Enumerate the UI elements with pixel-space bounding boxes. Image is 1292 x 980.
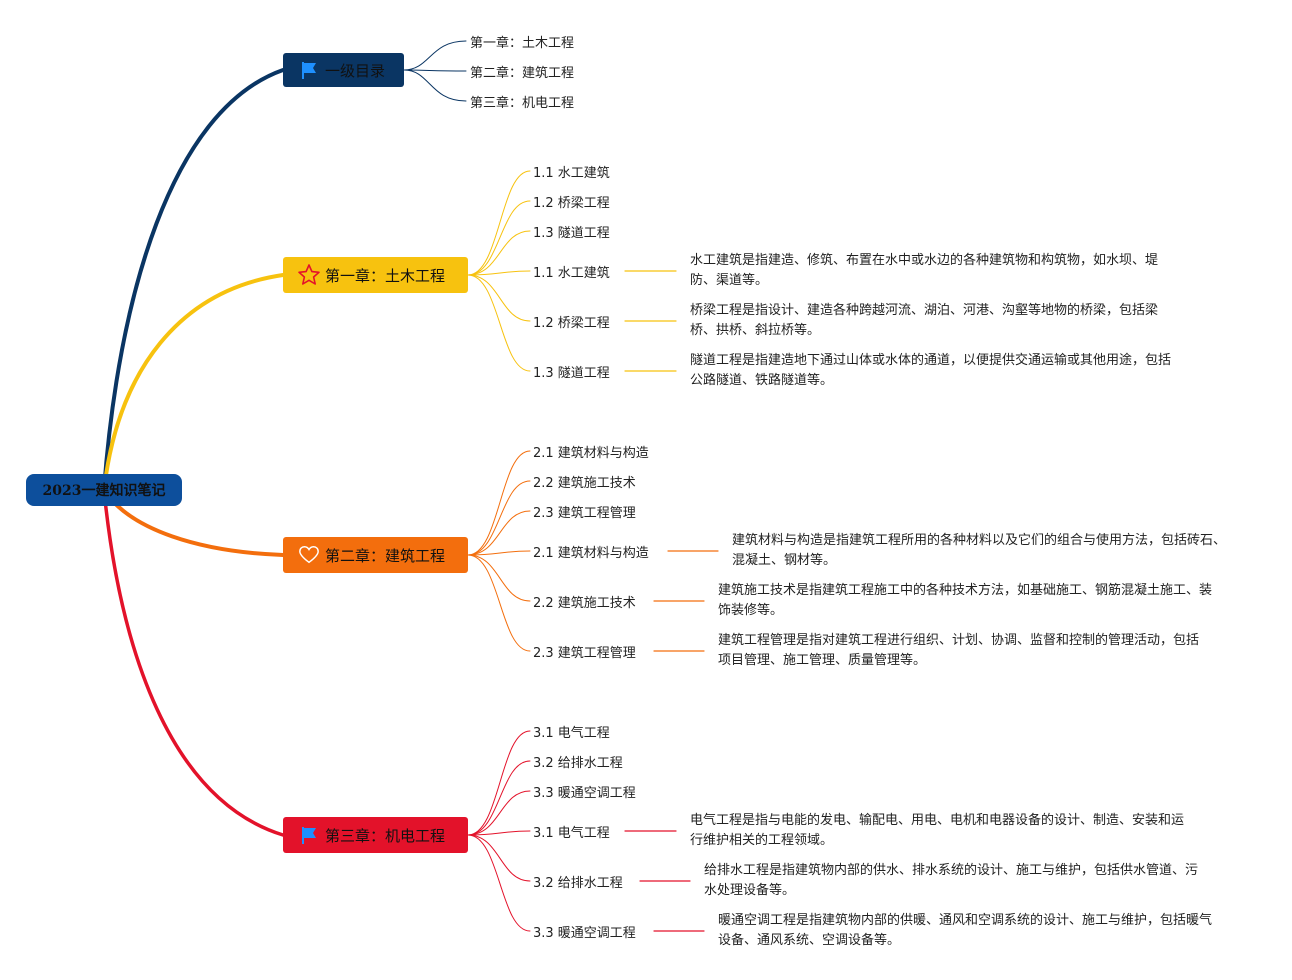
toc-item-label: 第一章：土木工程 <box>470 35 575 51</box>
ch3-item-label: 3.2 给排水工程 <box>533 755 623 771</box>
ch1-detail-label[interactable]: 1.1 水工建筑 <box>533 261 610 281</box>
ch2-detail-desc: 建筑材料与构造是指建筑工程所用的各种材料以及它们的组合与使用方法，包括砖石、混凝… <box>732 533 1227 568</box>
ch3-item[interactable]: 3.2 给排水工程 <box>533 751 623 771</box>
ch3-detail-label-text: 3.3 暖通空调工程 <box>533 925 636 941</box>
ch1-link <box>467 274 531 372</box>
ch3-detail-desc: 电气工程是指与电能的发电、输配电、用电、电机和电器设备的设计、制造、安装和运行维… <box>690 813 1185 848</box>
ch3-link <box>467 730 531 836</box>
ch2-item[interactable]: 2.3 建筑工程管理 <box>533 501 636 521</box>
ch2-item-label: 2.1 建筑材料与构造 <box>533 445 649 461</box>
ch3-link <box>467 830 531 836</box>
ch3-link <box>467 760 531 836</box>
ch2-link <box>467 480 531 556</box>
ch3-detail-label[interactable]: 3.2 给排水工程 <box>533 871 623 891</box>
star-icon <box>297 263 321 287</box>
ch3-detail-label[interactable]: 3.1 电气工程 <box>533 821 610 841</box>
ch1-item-label: 1.2 桥梁工程 <box>533 195 610 211</box>
ch2-detail-label-text: 2.3 建筑工程管理 <box>533 645 636 661</box>
ch3-item[interactable]: 3.1 电气工程 <box>533 721 610 741</box>
ch2-detail-label[interactable]: 2.3 建筑工程管理 <box>533 641 636 661</box>
ch3-item-label: 3.1 电气工程 <box>533 725 610 741</box>
ch2-item[interactable]: 2.2 建筑施工技术 <box>533 471 636 491</box>
ch1-detail-label-text: 1.1 水工建筑 <box>533 265 610 281</box>
branch-ch1[interactable]: 第一章：土木工程 <box>283 257 468 293</box>
root-link-ch1 <box>102 273 285 492</box>
ch1-detail-label-text: 1.2 桥梁工程 <box>533 315 610 331</box>
ch1-detail-label-text: 1.3 隧道工程 <box>533 365 610 381</box>
ch3-item[interactable]: 3.3 暖通空调工程 <box>533 781 636 801</box>
ch3-link <box>467 834 531 882</box>
ch2-detail-desc: 建筑施工技术是指建筑工程施工中的各种技术方法，如基础施工、钢筋混凝土施工、装饰装… <box>718 583 1213 618</box>
toc-link <box>403 69 467 72</box>
ch3-link <box>467 790 531 836</box>
flag-icon <box>297 58 321 82</box>
flag-icon <box>297 823 321 847</box>
ch3-detail-label[interactable]: 3.3 暖通空调工程 <box>533 921 636 941</box>
ch2-detail-desc: 建筑工程管理是指对建筑工程进行组织、计划、协调、监督和控制的管理活动，包括项目管… <box>718 633 1200 668</box>
ch1-detail-label[interactable]: 1.3 隧道工程 <box>533 361 610 381</box>
toc-link <box>403 69 467 102</box>
ch3-detail-desc: 给排水工程是指建筑物内部的供水、排水系统的设计、施工与维护，包括供水管道、污水处… <box>704 863 1199 898</box>
ch2-detail-label-text: 2.1 建筑材料与构造 <box>533 545 649 561</box>
branch-ch2[interactable]: 第二章：建筑工程 <box>283 537 468 573</box>
branch-toc[interactable]: 一级目录 <box>283 53 404 87</box>
ch1-item-label: 1.3 隧道工程 <box>533 225 610 241</box>
ch1-link <box>467 200 531 276</box>
toc-item[interactable]: 第二章：建筑工程 <box>470 61 574 81</box>
ch1-detail-desc: 桥梁工程是指设计、建造各种跨越河流、湖泊、河港、沟壑等地物的桥梁，包括梁桥、拱桥… <box>690 303 1159 338</box>
ch1-link <box>467 270 531 276</box>
toc-link <box>403 40 467 71</box>
ch2-item-label: 2.2 建筑施工技术 <box>533 475 636 491</box>
ch2-link <box>467 554 531 652</box>
ch3-item-label: 3.3 暖通空调工程 <box>533 785 636 801</box>
ch2-item[interactable]: 2.1 建筑材料与构造 <box>533 441 649 461</box>
ch2-link <box>467 554 531 602</box>
ch2-link <box>467 450 531 556</box>
ch1-link <box>467 170 531 276</box>
toc-item-label: 第二章：建筑工程 <box>470 65 575 81</box>
root-label: 2023一建知识笔记 <box>42 483 166 499</box>
branch-ch3[interactable]: 第三章：机电工程 <box>283 817 468 853</box>
branch-ch2-label: 第二章：建筑工程 <box>325 546 446 565</box>
toc-item-label: 第三章：机电工程 <box>470 95 575 111</box>
ch1-detail-desc: 水工建筑是指建造、修筑、布置在水中或水边的各种建筑物和构筑物，如水坝、堤防、渠道… <box>690 253 1159 288</box>
toc-item[interactable]: 第三章：机电工程 <box>470 91 574 111</box>
heart-icon <box>297 543 321 567</box>
root-link-toc <box>102 68 285 492</box>
ch1-item[interactable]: 1.1 水工建筑 <box>533 161 610 181</box>
branch-ch1-label: 第一章：土木工程 <box>325 266 446 285</box>
ch2-detail-label[interactable]: 2.1 建筑材料与构造 <box>533 541 649 561</box>
ch1-link <box>467 230 531 276</box>
root-link-ch3 <box>102 488 285 837</box>
root-node[interactable]: 2023一建知识笔记 <box>26 474 182 506</box>
branch-toc-label: 一级目录 <box>325 61 386 80</box>
toc-item[interactable]: 第一章：土木工程 <box>470 31 574 51</box>
ch3-detail-desc: 暖通空调工程是指建筑物内部的供暖、通风和空调系统的设计、施工与维护，包括暖气设备… <box>718 913 1213 948</box>
ch2-link <box>467 510 531 556</box>
ch3-link <box>467 834 531 932</box>
ch3-detail-label-text: 3.2 给排水工程 <box>533 875 623 891</box>
ch1-detail-desc: 隧道工程是指建造地下通过山体或水体的通道，以便提供交通运输或其他用途，包括公路隧… <box>690 353 1172 388</box>
ch2-detail-label[interactable]: 2.2 建筑施工技术 <box>533 591 636 611</box>
ch1-detail-label[interactable]: 1.2 桥梁工程 <box>533 311 610 331</box>
ch1-link <box>467 274 531 322</box>
ch2-detail-label-text: 2.2 建筑施工技术 <box>533 595 636 611</box>
ch1-item-label: 1.1 水工建筑 <box>533 165 610 181</box>
ch3-detail-label-text: 3.1 电气工程 <box>533 825 610 841</box>
ch2-link <box>467 550 531 556</box>
ch1-item[interactable]: 1.2 桥梁工程 <box>533 191 610 211</box>
branch-ch3-label: 第三章：机电工程 <box>325 826 446 845</box>
ch1-item[interactable]: 1.3 隧道工程 <box>533 221 610 241</box>
ch2-item-label: 2.3 建筑工程管理 <box>533 505 636 521</box>
